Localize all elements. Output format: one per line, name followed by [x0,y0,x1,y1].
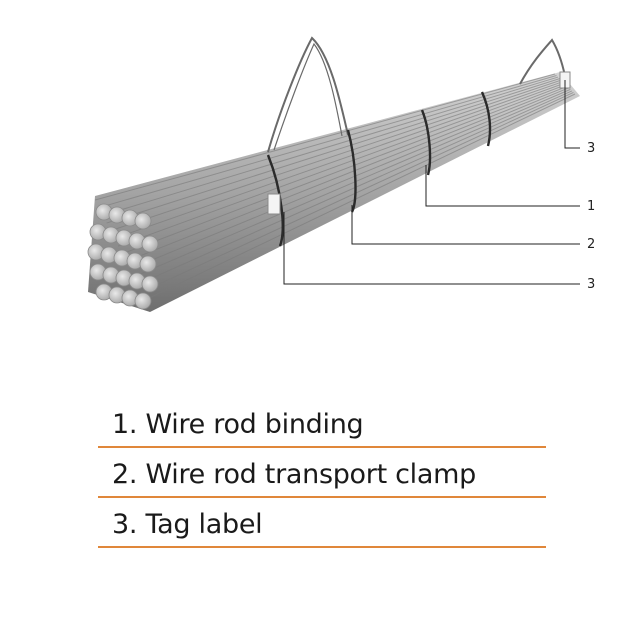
rod-line [125,85,568,263]
rod-line [121,84,566,255]
callout-3-near: 3 [587,277,595,292]
leader-3-near [283,212,580,285]
rod-end [141,235,159,253]
legend-row-clamp: 2. Wire rod transport clamp [98,448,546,498]
rod-end [139,255,157,273]
lifting-slings [267,36,566,153]
rod-line [98,75,557,209]
callout-3-far: 3 [587,141,595,156]
rebar-bundle [87,72,580,312]
sling-left [267,36,349,153]
rod-end [134,292,152,310]
rod-line [94,73,556,201]
binding-far [480,91,492,147]
rod-lines [94,73,576,301]
rod-line [140,92,574,293]
legend: 1. Wire rod binding 2. Wire rod transpor… [98,398,546,548]
rod-line [129,87,570,270]
bundle-body [88,72,580,312]
rod-end [134,212,152,230]
leader-2 [351,205,580,245]
sling-left-inner [273,42,343,151]
legend-item-tag: 3. Tag label [112,509,263,540]
rod-line [117,82,565,247]
wire-rod-binding [420,109,432,176]
wire-rod-transport-clamp [346,129,357,213]
leader-3-far [564,80,580,149]
legend-item-binding: 1. Wire rod binding [112,409,364,440]
legend-row-binding: 1. Wire rod binding [98,398,546,448]
callout-2: 2 [587,237,595,252]
leader-1 [425,165,580,207]
rod-line [133,88,571,278]
rod-line [102,76,559,216]
bindings [266,91,492,247]
rebar-bundle-illustration: 3 1 2 3 [87,36,595,312]
rod-line [106,78,560,224]
legend-row-tag: 3. Tag label [98,498,546,548]
callout-1: 1 [587,199,595,214]
rod-line [144,93,576,301]
tag-label-near [267,193,281,215]
rod-end [141,275,159,293]
rod-ends [87,203,159,310]
binding-near [266,154,284,247]
legend-item-clamp: 2. Wire rod transport clamp [112,459,476,490]
sling-right [519,38,566,85]
leader-lines [283,80,580,285]
